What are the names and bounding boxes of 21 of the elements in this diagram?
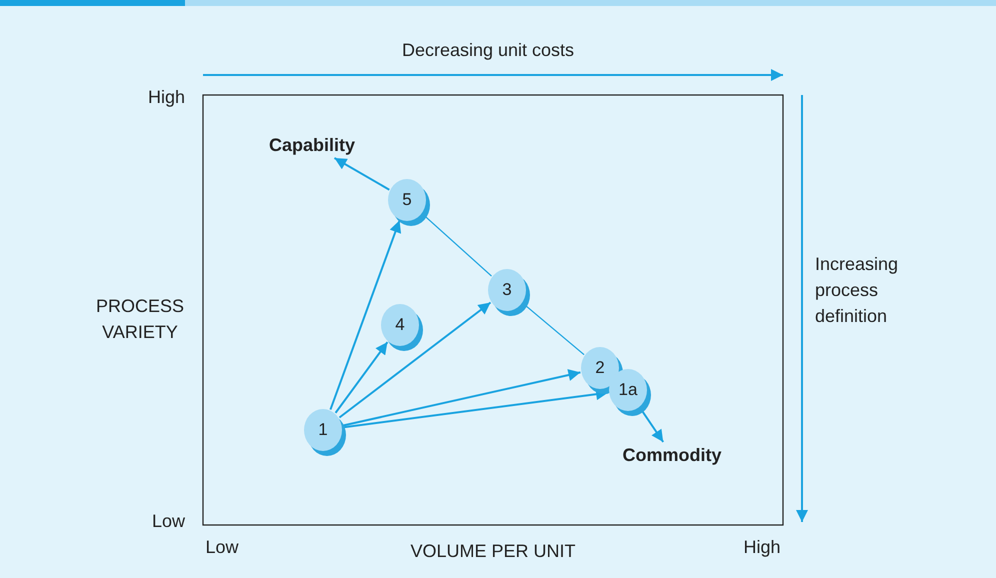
axis-end-label: High (743, 536, 781, 559)
arrow (334, 342, 388, 414)
direction-label: Increasing process definition (815, 253, 900, 328)
axis-title: VOLUME PER UNIT (410, 540, 576, 563)
step-circle: 1a (609, 369, 647, 411)
category-label: Capability (257, 133, 367, 157)
arrow (334, 157, 390, 191)
axis-end-label: Low (152, 510, 185, 533)
arrow (342, 369, 581, 427)
step-circle: 1 (304, 409, 342, 451)
step-circle: 2 (581, 347, 619, 389)
axis-end-label: Low (205, 536, 239, 559)
step-circle: 3 (488, 269, 526, 311)
step-circle: 5 (388, 179, 426, 221)
step-circle: 4 (381, 304, 419, 346)
direction-label: Decreasing unit costs (402, 39, 574, 62)
category-label: Commodity (612, 443, 732, 467)
arrow (330, 220, 402, 410)
axis-title: PROCESS VARIETY (94, 295, 186, 344)
arrow (338, 302, 492, 418)
axis-end-label: High (148, 86, 185, 109)
